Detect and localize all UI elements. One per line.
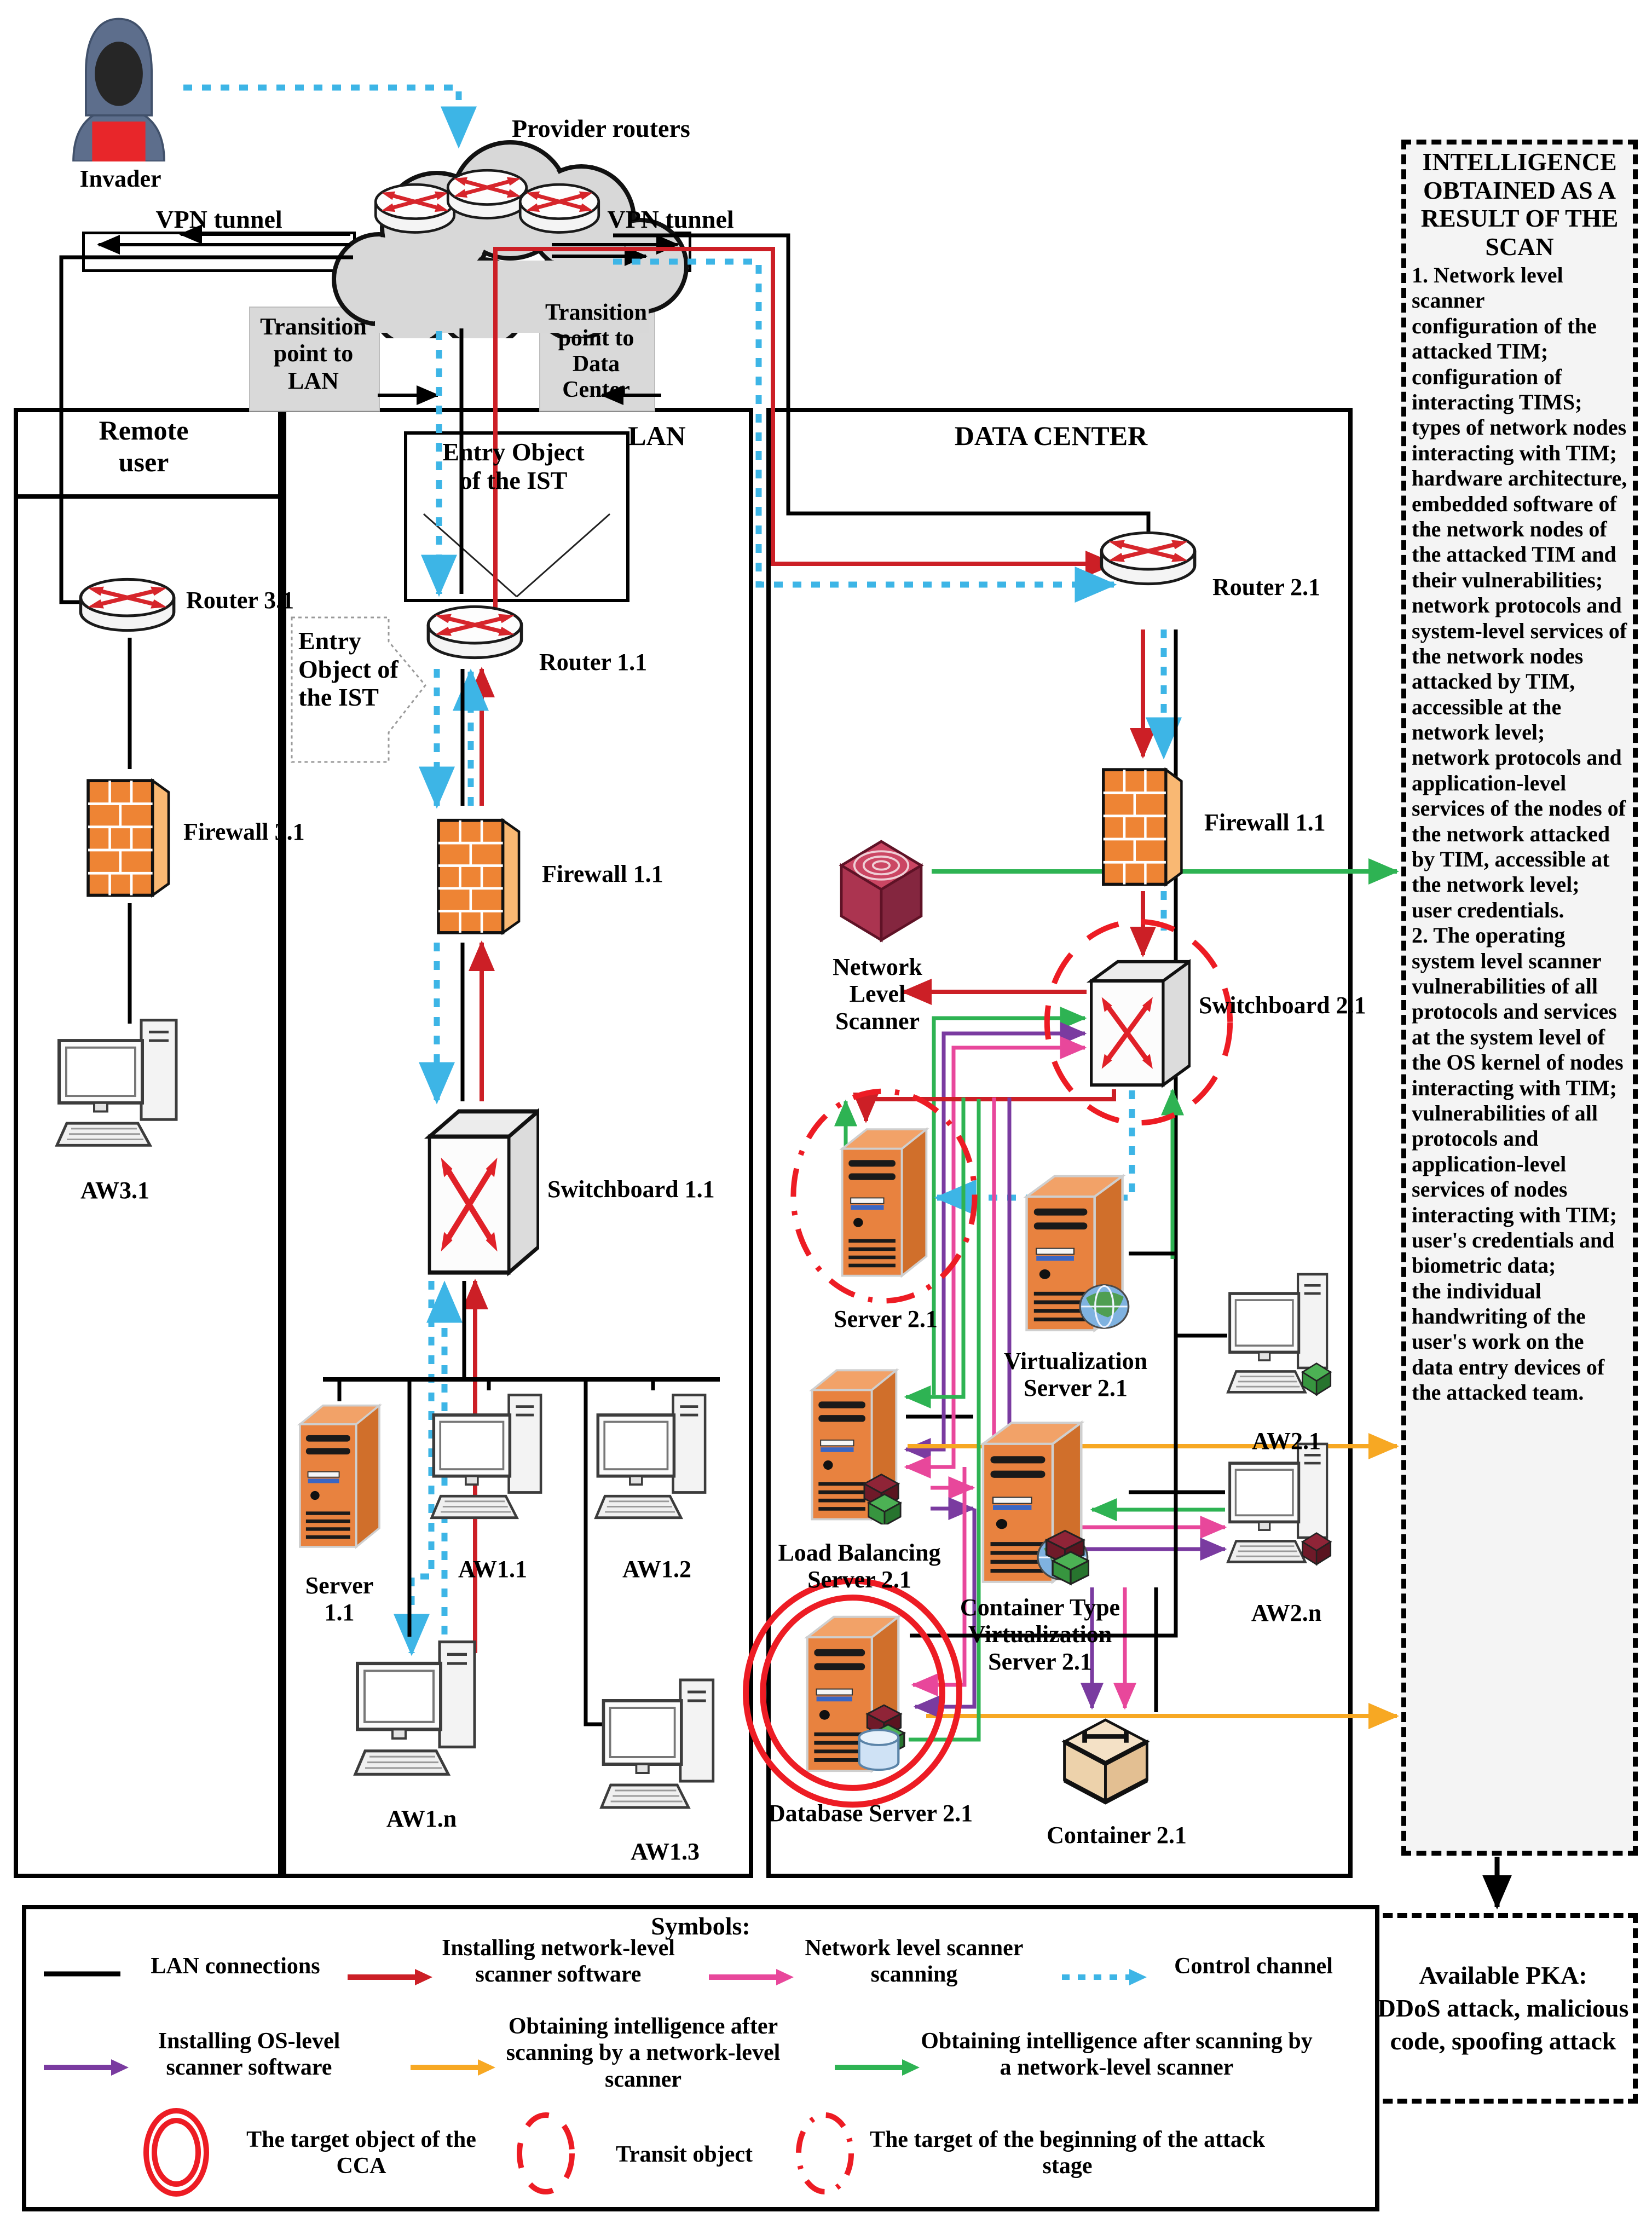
label-server-2-1: Server 2.1	[834, 1306, 938, 1332]
invader	[63, 14, 175, 161]
router-2-1	[1098, 523, 1199, 591]
label-aw-1-2: AW1.2	[622, 1556, 691, 1582]
label-container-2-1: Container 2.1	[1047, 1822, 1187, 1849]
router-1-1	[424, 597, 525, 665]
label-router-2-1: Router 2.1	[1212, 574, 1321, 600]
legend-label-8: Transit object	[615, 2142, 753, 2167]
firewall-1-1-dc	[1098, 758, 1188, 892]
legend-swatch-arrow-orange	[408, 2055, 498, 2082]
legend-swatch-arrow-blue-dot	[1059, 1965, 1150, 1992]
virt-server-2-1	[1018, 1169, 1130, 1336]
legend-label-0: LAN connections	[151, 1954, 320, 1979]
aw-1-2	[594, 1388, 712, 1527]
symbols-legend-title: Symbols:	[651, 1912, 750, 1940]
legend-swatch-line-black	[41, 1965, 123, 1985]
label-virt-server-2-1: Virtualization Server 2.1	[1003, 1348, 1148, 1402]
available-pka-box: Available PKA: DDoS attack, malicious co…	[1368, 1913, 1638, 2104]
label-server-1-1: Server 1.1	[305, 1572, 374, 1626]
vpn-tunnel-left-box	[82, 232, 356, 272]
label-ctv-server-2-1: Container Type Virtualization Server 2.1	[960, 1594, 1120, 1675]
intelligence-panel-title: INTELLIGENCE OBTAINED AS A RESULT OF THE…	[1420, 148, 1619, 261]
ctv-server-2-1	[974, 1415, 1089, 1587]
legend-label-6: Obtaining intelligence after scanning by…	[921, 2029, 1313, 2081]
label-router-1-1: Router 1.1	[539, 649, 648, 675]
label-lb-server-2-1: Load Balancing Server 2.1	[778, 1539, 941, 1593]
label-network-level-scanner: Network Level Scanner	[833, 954, 922, 1035]
aw-1-n	[353, 1634, 482, 1784]
label-switchboard-1-1: Switchboard 1.1	[547, 1176, 715, 1203]
transition-dc-label: Transition point to Data Center	[545, 300, 647, 403]
transition-lan-label: Transition point to LAN	[260, 313, 367, 394]
remote-user-title: Remote user	[99, 415, 189, 477]
intelligence-panel-body: 1. Network level scanner configuration o…	[1412, 263, 1627, 1405]
aw-1-3	[599, 1672, 720, 1817]
aw-2-n	[1226, 1437, 1333, 1571]
available-pka-text: Available PKA: DDoS attack, malicious co…	[1377, 1961, 1629, 2055]
label-aw-1-n: AW1.n	[386, 1805, 457, 1832]
label-firewall-1-1-lan: Firewall 1.1	[542, 860, 663, 887]
aw-3-1	[55, 1013, 183, 1155]
switchboard-2-1	[1087, 955, 1191, 1089]
label-aw-1-3: AW1.3	[631, 1838, 700, 1865]
label-db-server-2-1: Database Server 2.1	[767, 1800, 973, 1827]
label-router-3-1: Router 3.1	[186, 587, 294, 614]
label-aw-3-1: AW3.1	[80, 1177, 149, 1204]
legend-label-4: Installing OS-level scanner software	[158, 2029, 340, 2081]
container-2-1	[1056, 1711, 1155, 1809]
firewall-3-1	[82, 769, 175, 903]
server-2-1	[835, 1122, 933, 1281]
label-aw-2-1: AW2.1	[1252, 1428, 1321, 1454]
provider-routers-label: Provider routers	[512, 114, 690, 142]
legend-label-9: The target of the beginning of the attac…	[869, 2127, 1266, 2179]
legend-label-5: Obtaining intelligence after scanning by…	[506, 2014, 781, 2092]
server-1-1	[293, 1399, 386, 1552]
intelligence-panel: INTELLIGENCE OBTAINED AS A RESULT OF THE…	[1401, 140, 1638, 1856]
symbols-legend-box	[22, 1905, 1379, 2211]
aw-2-1	[1226, 1267, 1333, 1401]
legend-label-2: Network level scanner scanning	[805, 1936, 1024, 1988]
vpn-tunnel-left-label: VPN tunnel	[155, 205, 282, 233]
legend-swatch-arrow-green	[832, 2055, 922, 2082]
label-aw-2-n: AW2.n	[1251, 1599, 1322, 1626]
entry-object-callout-left	[287, 613, 430, 766]
legend-label-7: The target object of the CCA	[246, 2127, 476, 2179]
label-switchboard-2-1: Switchboard 2.1	[1199, 992, 1366, 1019]
router-3-1	[77, 569, 178, 638]
legend-label-1: Installing network-level scanner softwar…	[442, 1936, 675, 1988]
entry-object-left-label: Entry Object of the IST	[298, 627, 398, 712]
db-server-2-1	[799, 1609, 906, 1776]
legend-swatch-circle-dashdot	[791, 2109, 859, 2202]
legend-swatch-arrow-purple	[41, 2055, 131, 2082]
legend-label-3: Control channel	[1174, 1954, 1333, 1979]
label-firewall-1-1-dc: Firewall 1.1	[1204, 809, 1326, 836]
legend-swatch-circle-double	[140, 2105, 213, 2203]
legend-swatch-circle-dash	[512, 2109, 580, 2202]
data-center-title: DATA CENTER	[954, 420, 1148, 451]
legend-swatch-arrow-red	[345, 1965, 435, 1992]
legend-swatch-arrow-magenta	[706, 1965, 796, 1992]
vpn-tunnel-right-label: VPN tunnel	[607, 205, 734, 233]
aw-1-1	[430, 1388, 547, 1527]
lb-server-2-1	[805, 1363, 903, 1524]
switchboard-1-1	[424, 1103, 539, 1278]
label-invader: Invader	[79, 165, 161, 192]
network-level-scanner	[832, 832, 931, 944]
firewall-1-1-lan	[432, 809, 525, 940]
label-firewall-3-1: Firewall 3.1	[183, 818, 305, 845]
label-aw-1-1: AW1.1	[458, 1556, 527, 1582]
entry-object-top-label: Entry Object of the IST	[442, 438, 585, 494]
